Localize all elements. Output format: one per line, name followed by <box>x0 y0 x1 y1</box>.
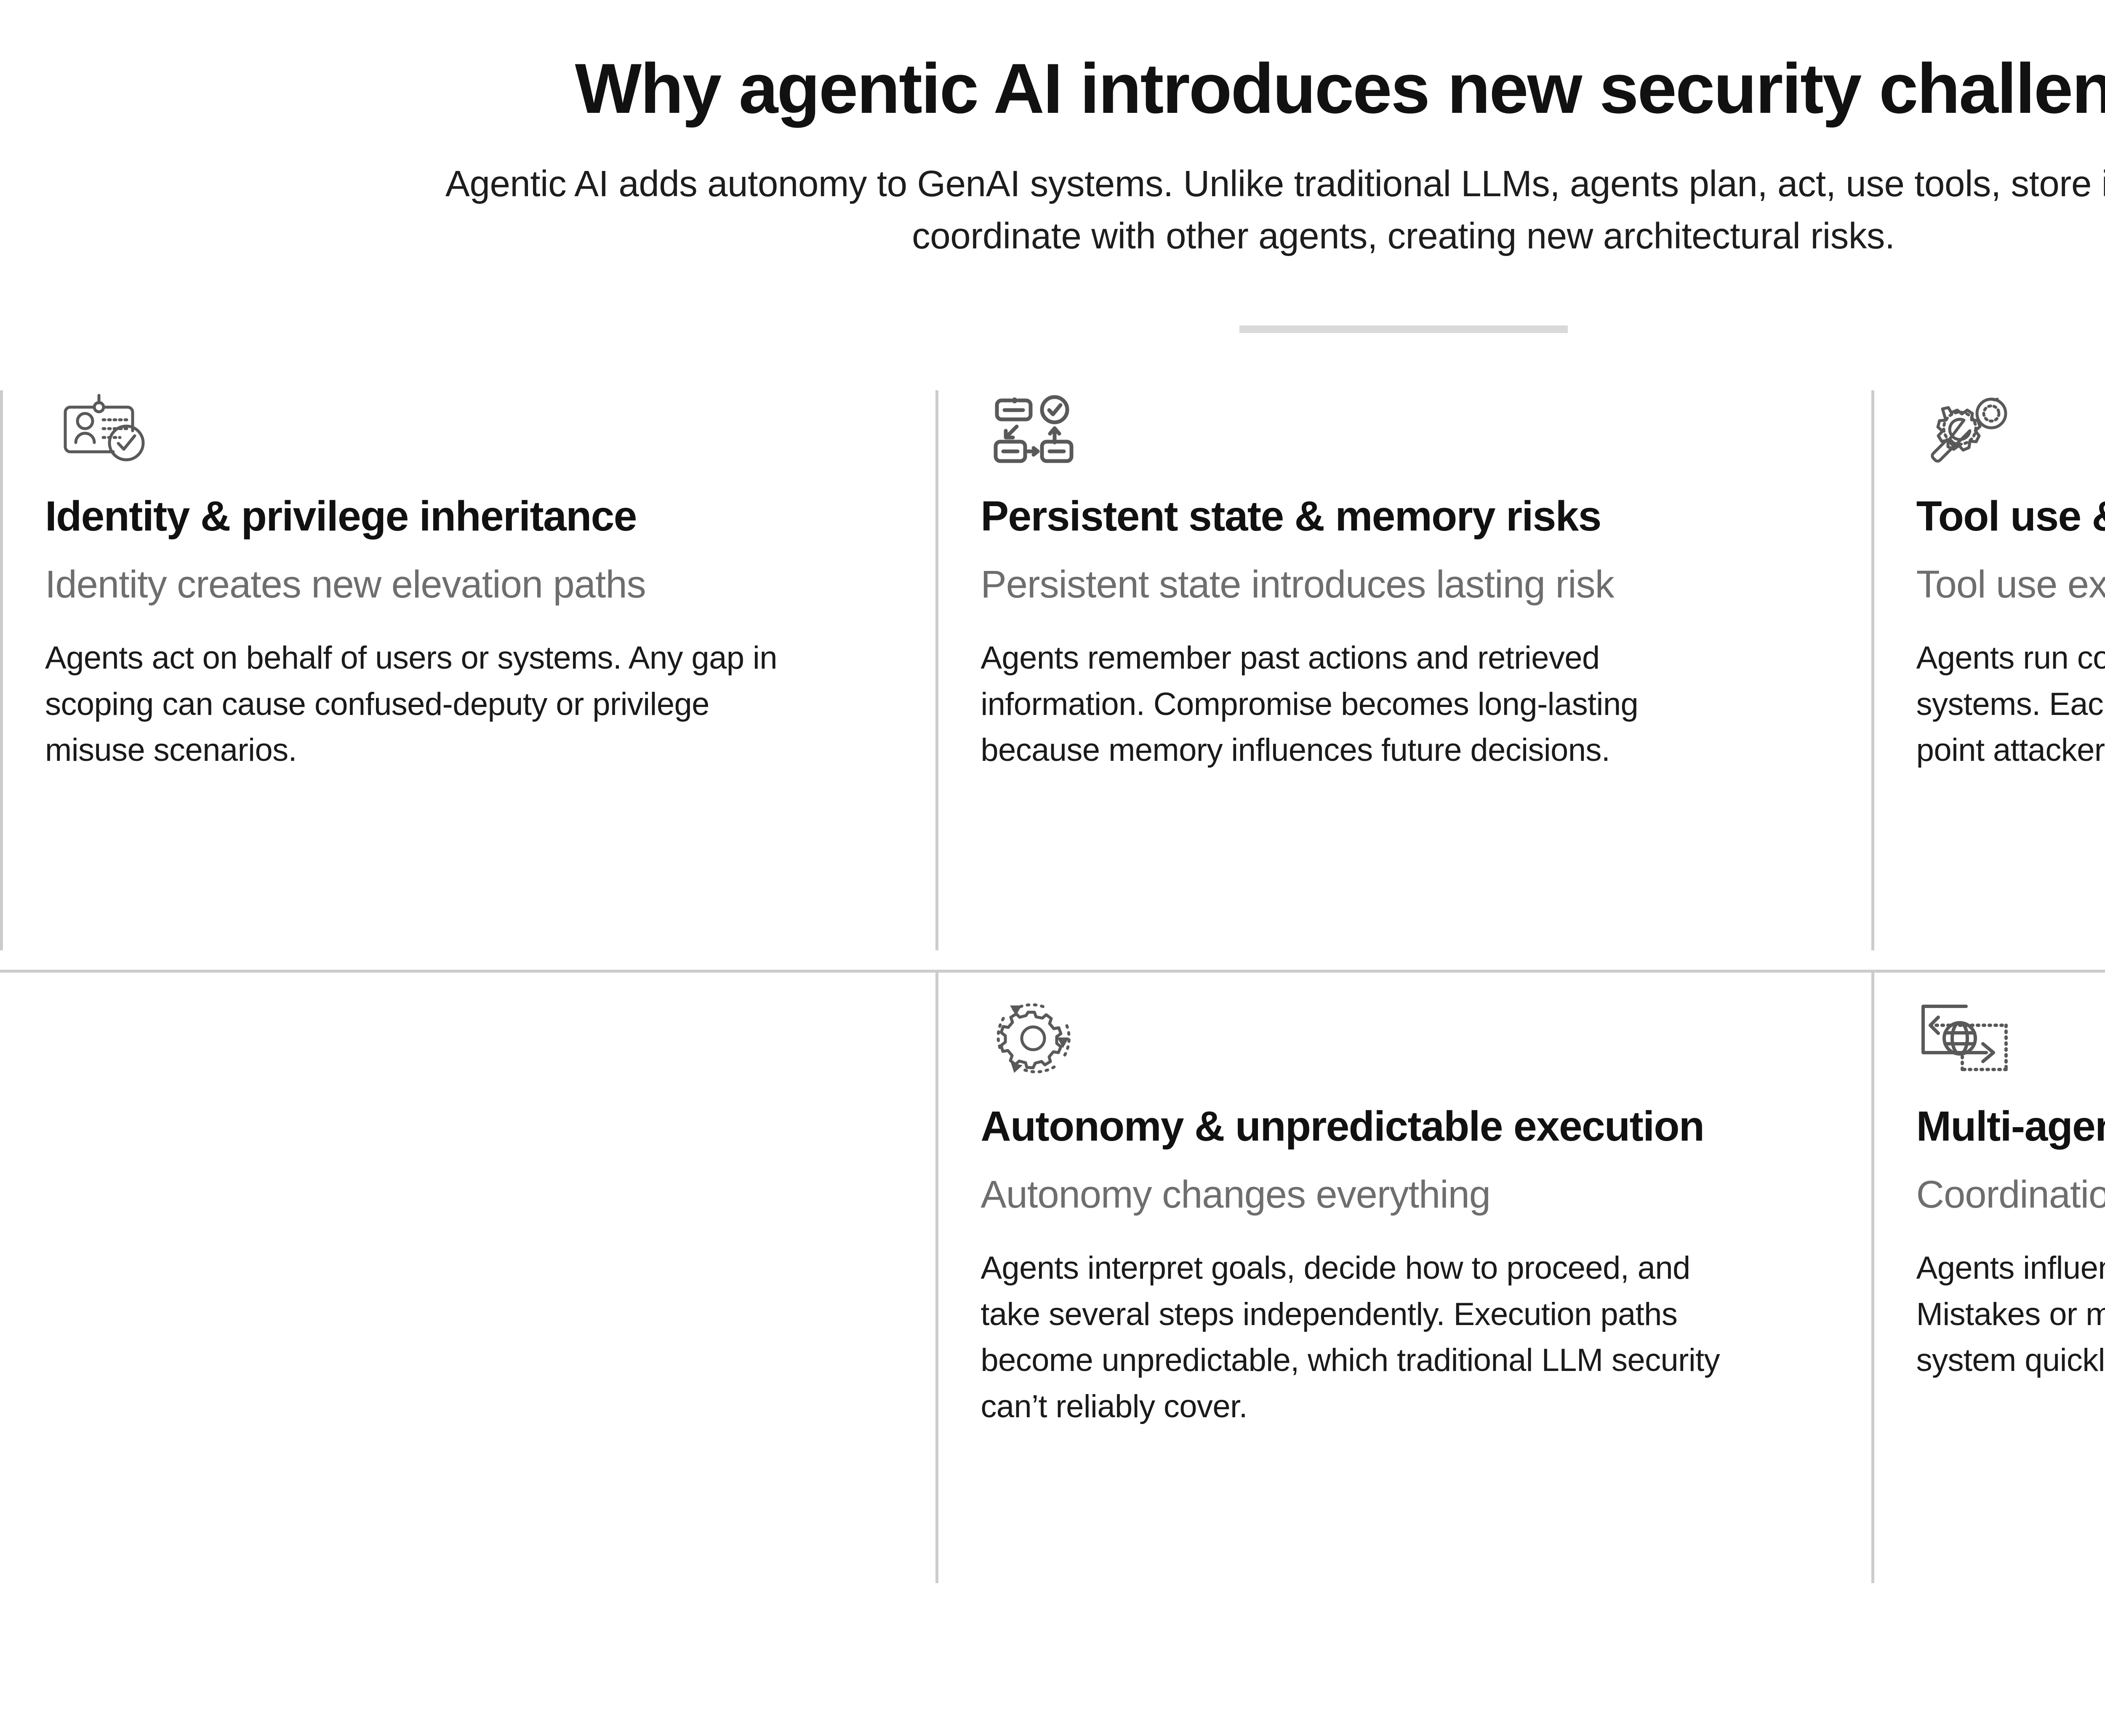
card-body: Agents influence each other’s reasoning … <box>1916 1250 2105 1379</box>
card-subtitle: Autonomy changes everything <box>981 1173 1491 1216</box>
divider-wrapper <box>0 325 2105 333</box>
card-subtitle: Persistent state introduces lasting risk <box>981 563 1614 606</box>
card-multi-agent-coordination: Multi-agent coordination Coordination am… <box>1871 972 2105 1583</box>
card-body: Agents remember past actions and retriev… <box>981 640 1639 768</box>
id-badge-verified-icon <box>45 390 150 466</box>
globe-exchange-icon <box>1916 1000 2022 1076</box>
card-subtitle: Identity creates new elevation paths <box>45 563 646 606</box>
empty-cell <box>0 973 935 1583</box>
header: Why agentic AI introduces new security c… <box>0 0 2105 333</box>
card-title: Tool use & external actions <box>1916 492 2105 540</box>
card-autonomy-unpredictable-execution: Autonomy & unpredictable execution Auton… <box>935 972 1871 1583</box>
cards-row-top: Identity & privilege inheritance Identit… <box>0 390 2105 950</box>
card-title: Autonomy & unpredictable execution <box>981 1102 1705 1150</box>
card-title: Identity & privilege inheritance <box>45 492 637 540</box>
card-body: Agents run code, call APIs, fetch data, … <box>1916 640 2105 768</box>
card-title: Persistent state & memory risks <box>981 492 1601 540</box>
section-divider <box>1239 325 1568 333</box>
card-body: Agents interpret goals, decide how to pr… <box>981 1250 1720 1424</box>
card-title: Multi-agent coordination <box>1916 1102 2105 1150</box>
rotating-gear-icon <box>981 1000 1086 1076</box>
cards-row-bottom: Autonomy & unpredictable execution Auton… <box>0 972 2105 1583</box>
card-tool-use-external-actions: Tool use & external actions Tool use exp… <box>1871 390 2105 950</box>
card-subtitle: Coordination amplifies failures <box>1916 1173 2105 1216</box>
wrench-gears-icon <box>1916 390 2022 466</box>
card-identity-privilege-inheritance: Identity & privilege inheritance Identit… <box>0 390 935 950</box>
row-separator-rule <box>0 969 2105 973</box>
page-subtitle: Agentic AI adds autonomy to GenAI system… <box>445 163 2105 256</box>
page-title: Why agentic AI introduces new security c… <box>575 49 2105 128</box>
card-persistent-state-memory-risks: Persistent state & memory risks Persiste… <box>935 390 1871 950</box>
card-body: Agents act on behalf of users or systems… <box>45 640 777 768</box>
card-subtitle: Tool use expands the blast radius <box>1916 563 2105 606</box>
state-workflow-icon <box>981 390 1086 466</box>
